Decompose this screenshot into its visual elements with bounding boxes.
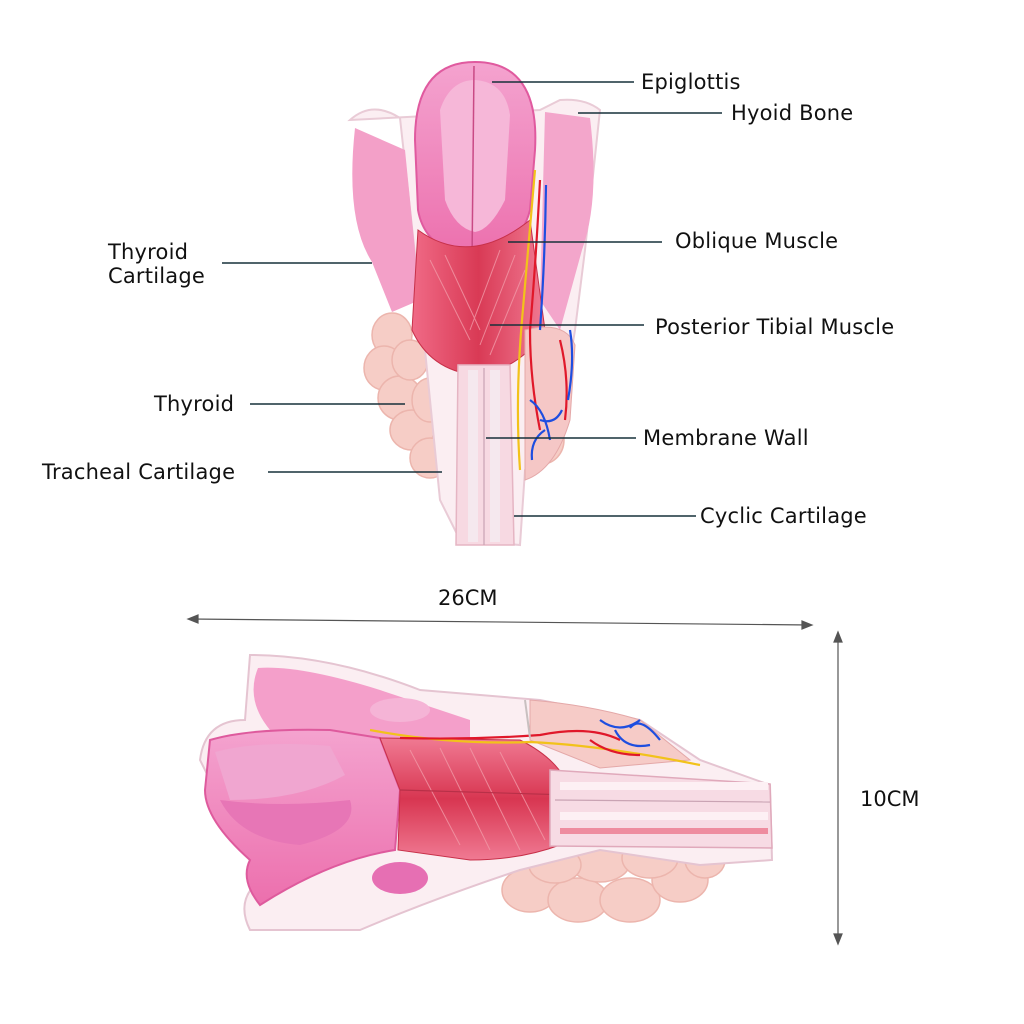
label-posterior-tibial-muscle: Posterior Tibial Muscle bbox=[655, 315, 895, 339]
label-epiglottis: Epiglottis bbox=[641, 70, 741, 94]
dimension-height-label: 10CM bbox=[860, 787, 920, 811]
vessels-front bbox=[516, 169, 574, 471]
label-tracheal-cartilage: Tracheal Cartilage bbox=[42, 460, 236, 484]
trachea-side bbox=[549, 769, 773, 849]
label-hyoid-bone: Hyoid Bone bbox=[731, 101, 854, 125]
dimension-arrows bbox=[186, 614, 843, 946]
muscle-side bbox=[379, 737, 571, 861]
vessels-side bbox=[369, 719, 701, 767]
leader-lines bbox=[222, 81, 722, 517]
label-thyroid-cartilage: Thyroid Cartilage bbox=[108, 240, 205, 288]
side-view-model bbox=[198, 653, 774, 931]
label-thyroid: Thyroid bbox=[154, 392, 235, 416]
label-oblique-muscle: Oblique Muscle bbox=[675, 229, 839, 253]
oblique-muscle-shape bbox=[411, 219, 546, 376]
dimension-length-label: 26CM bbox=[438, 586, 498, 610]
label-cyclic-cartilage: Cyclic Cartilage bbox=[700, 504, 867, 528]
label-membrane-wall: Membrane Wall bbox=[643, 426, 809, 450]
front-view-model bbox=[347, 60, 602, 547]
length-arrow bbox=[189, 618, 811, 626]
trachea-front bbox=[455, 364, 515, 546]
